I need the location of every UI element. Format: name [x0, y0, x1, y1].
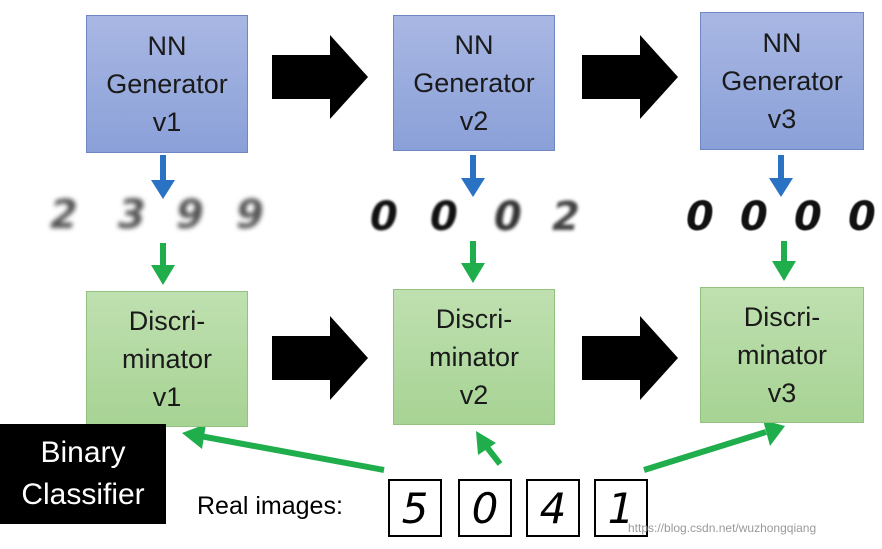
- generated-digit: 0: [430, 194, 458, 240]
- real-image-digit: 4: [539, 483, 567, 533]
- nn-generator-v3: NN Generator v3: [700, 12, 864, 150]
- real-to-disc-v1-arrow: [199, 433, 385, 473]
- discriminator-v3-line3: v3: [767, 378, 797, 408]
- generator-v3-line1: NN: [762, 28, 802, 58]
- generated-digit: 0: [740, 194, 768, 240]
- generator-v2-line1: NN: [454, 30, 494, 60]
- generator-v1-line2: Generator: [106, 69, 228, 99]
- real-to-disc-v2-arrow: [483, 444, 503, 466]
- discriminator-v2: Discri- minator v2: [393, 289, 555, 425]
- discriminator-v2-line1: Discri-: [435, 304, 513, 334]
- generator-v3-line3: v3: [767, 104, 797, 134]
- real-image-digit: 0: [471, 483, 499, 533]
- binary-classifier-label: Binary Classifier: [0, 424, 166, 524]
- discriminator-v1: Discri- minator v1: [86, 291, 248, 427]
- discriminator-v1-line1: Discri-: [128, 306, 206, 336]
- real-image-digit: 1: [607, 483, 635, 533]
- generated-digit: 0: [494, 194, 522, 240]
- binary-classifier-line2: Classifier: [21, 478, 145, 511]
- discriminator-v2-line2: minator: [428, 342, 520, 372]
- watermark-text: https://blog.csdn.net/wuzhongqiang: [628, 521, 817, 535]
- real-images-label: Real images:: [197, 492, 343, 520]
- disc-v1-to-v2-arrow: [272, 316, 368, 400]
- generated-digit: 0: [686, 194, 714, 240]
- real-to-disc-v3-arrow: [643, 429, 767, 473]
- discriminator-v3: Discri- minator v3: [700, 287, 864, 423]
- generated-digit: 0: [370, 194, 398, 240]
- generator-v3-line2: Generator: [721, 66, 843, 96]
- discriminator-v3-line1: Discri-: [743, 302, 821, 332]
- generated-digit: 9: [236, 192, 264, 238]
- discriminator-v1-line3: v1: [152, 382, 182, 412]
- real-image: 0: [458, 479, 512, 537]
- discriminator-v1-line2: minator: [121, 344, 213, 374]
- generated-digit: 2: [50, 192, 78, 238]
- generator-v2-line3: v2: [459, 106, 489, 136]
- generator-v1-line3: v1: [152, 107, 182, 137]
- real-image: 5: [388, 479, 442, 537]
- discriminator-v3-line2: minator: [736, 340, 828, 370]
- generator-v1-line1: NN: [147, 31, 187, 61]
- gen-v2-to-v3-arrow: [582, 35, 678, 119]
- real-image-digit: 5: [401, 483, 429, 533]
- gen-v1-to-v2-arrow: [272, 35, 368, 119]
- generator-v2-line2: Generator: [413, 68, 535, 98]
- disc-v2-to-v3-arrow: [582, 316, 678, 400]
- real-image: 4: [526, 479, 580, 537]
- generated-digit: 3: [118, 192, 146, 238]
- generated-digit: 0: [794, 194, 822, 240]
- generated-digit: 9: [176, 192, 204, 238]
- nn-generator-v2: NN Generator v2: [393, 15, 555, 151]
- binary-classifier-line1: Binary: [40, 436, 126, 469]
- nn-generator-v1: NN Generator v1: [86, 15, 248, 153]
- generated-digit: 2: [552, 194, 580, 240]
- real-image: 1: [594, 479, 648, 537]
- discriminator-v2-line3: v2: [459, 380, 489, 410]
- generated-digit: 0: [848, 194, 876, 240]
